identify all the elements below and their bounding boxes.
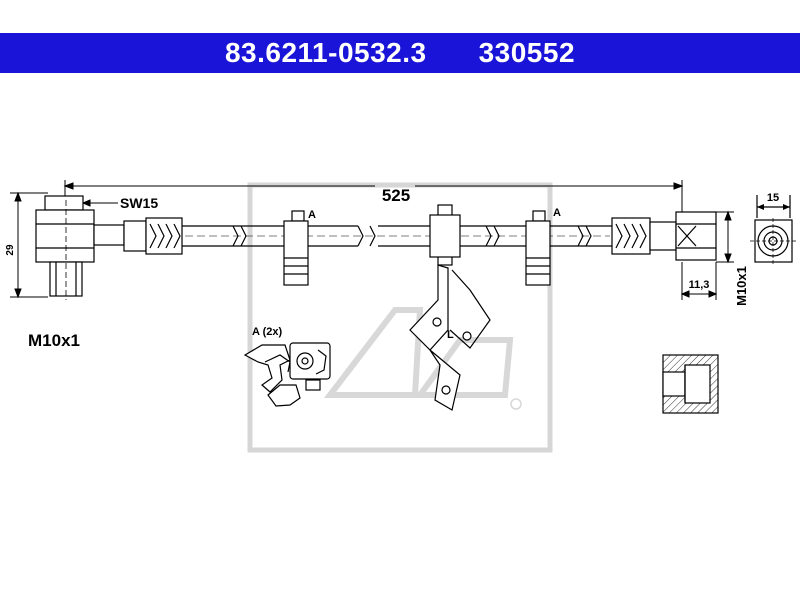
depth-label: 11,3	[689, 279, 710, 291]
reference-number: 330552	[478, 37, 576, 68]
thread-label-left: M10x1	[28, 331, 80, 350]
mounting-bracket	[409, 204, 491, 411]
thread-dimension-right	[716, 210, 734, 264]
height-dimension	[10, 191, 48, 299]
hose-clip-2	[525, 210, 551, 286]
depth-dimension	[680, 262, 718, 300]
length-label: 525	[382, 186, 410, 205]
height-label: 29	[5, 244, 16, 256]
hose-line	[182, 225, 612, 247]
thread-label-right: M10x1	[734, 266, 749, 306]
end-width-label: 15	[767, 192, 779, 204]
right-fitting	[611, 211, 717, 261]
left-fitting	[35, 195, 183, 300]
bracket-label: L	[447, 329, 454, 341]
hose-clip-1	[283, 210, 309, 286]
clip-marker-1: A	[308, 209, 316, 221]
wrench-size-label: SW15	[120, 195, 158, 211]
wrench-leader	[81, 199, 118, 207]
end-view	[750, 195, 796, 266]
clip-marker-2: A	[553, 207, 561, 219]
ate-watermark	[247, 182, 553, 453]
part-number: 83.6211-0532.3	[224, 37, 427, 68]
title-bar: 83.6211-0532.3 330552	[0, 33, 800, 73]
clip-detail	[243, 342, 331, 407]
port-section	[662, 354, 719, 414]
clip-detail-label: A (2x)	[252, 326, 282, 338]
